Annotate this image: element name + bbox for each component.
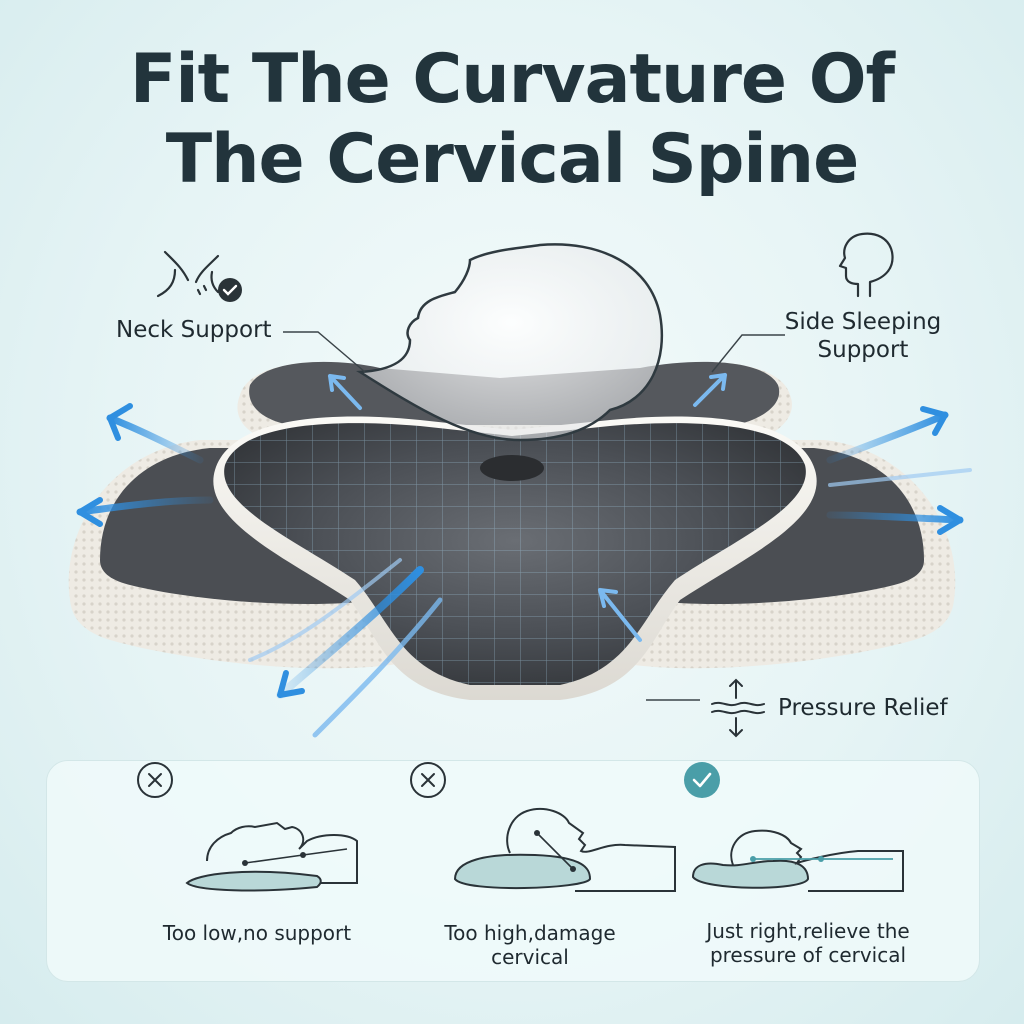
pressure-relief-label: Pressure Relief: [778, 695, 948, 721]
just-right-diagram: [691, 829, 904, 892]
side-sleeping-label: Side Sleeping Support: [778, 308, 948, 364]
pressure-arrows: [328, 373, 727, 642]
check-circle-icon: [684, 762, 720, 798]
caption-too-low: Too low,no support: [162, 921, 352, 945]
caption-just-right-line-1: Just right,relieve the: [706, 919, 910, 943]
side-sleeping-label-line-2: Support: [817, 337, 909, 363]
neck-check-icon: [218, 278, 242, 302]
pillow-illustration: [68, 232, 972, 738]
comparison-panel: Too low,no support Too high,damage cervi…: [46, 760, 980, 982]
caption-too-high: Too high,damage cervical: [444, 921, 616, 969]
comparison-item-too-high: Too high,damage cervical: [405, 761, 705, 981]
comparison-item-too-low: Too low,no support: [127, 761, 427, 981]
too-high-diagram: [453, 807, 676, 892]
head-silhouette: [356, 243, 664, 442]
x-circle-icon: [137, 762, 173, 798]
title-line-2: The Cervical Spine: [165, 120, 859, 199]
title-line-1: Fit The Curvature Of: [129, 40, 895, 119]
neck-support-label: Neck Support: [116, 317, 272, 343]
side-sleeping-label-line-1: Side Sleeping: [784, 309, 942, 335]
head-profile-icon: [838, 232, 894, 298]
x-circle-icon: [410, 762, 446, 798]
airflow-arrows-right: [826, 406, 972, 535]
caption-just-right-line-2: pressure of cervical: [709, 943, 907, 967]
page-title: Fit The Curvature Of The Cervical Spine: [0, 40, 1024, 200]
pressure-relief-icon: [711, 678, 765, 738]
callout-lines: [283, 331, 785, 701]
neck-icon: [156, 250, 220, 298]
pillow-front-lobe: [213, 416, 817, 700]
comparison-item-just-right: Just right,relieve the pressure of cervi…: [683, 761, 983, 981]
pillow-center-hole: [480, 455, 544, 481]
caption-just-right: Just right,relieve the pressure of cervi…: [683, 919, 933, 967]
too-low-diagram: [185, 821, 358, 892]
airflow-arrows-left: [76, 403, 443, 738]
